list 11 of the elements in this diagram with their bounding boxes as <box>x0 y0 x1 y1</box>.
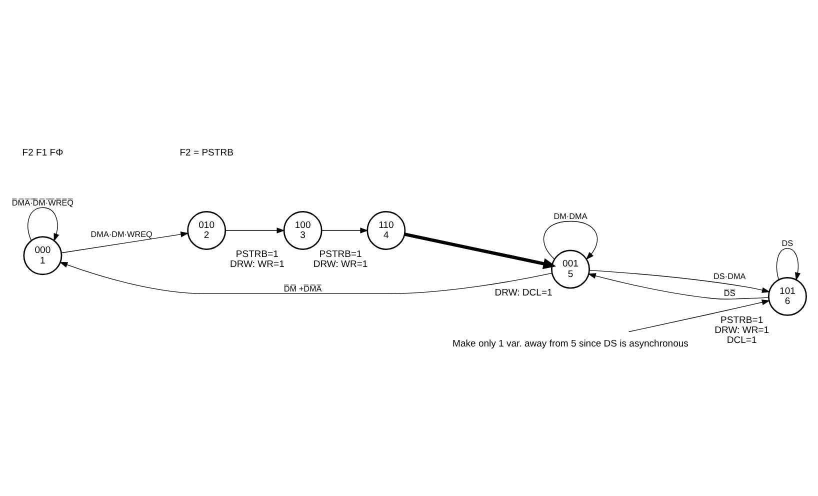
node-label: PSTRB=1 <box>319 248 362 260</box>
node-label: PSTRB=1 <box>720 314 764 326</box>
node-label: DCL=1 <box>726 334 757 346</box>
node-label: PSTRB=1 <box>236 248 278 260</box>
label: F2 = PSTRB <box>180 146 234 158</box>
node-text: Make only 1 var. away from 5 since DS is asynchronous <box>452 338 688 350</box>
node-label: DRW: WR=1 <box>313 258 368 270</box>
node-label: DRW: WR=1 <box>230 258 284 270</box>
node-label: DRW: DCL=1 <box>494 287 552 298</box>
label: F2 F1 FΦ <box>22 146 64 158</box>
node-label: DRW: WR=1 <box>714 324 770 336</box>
